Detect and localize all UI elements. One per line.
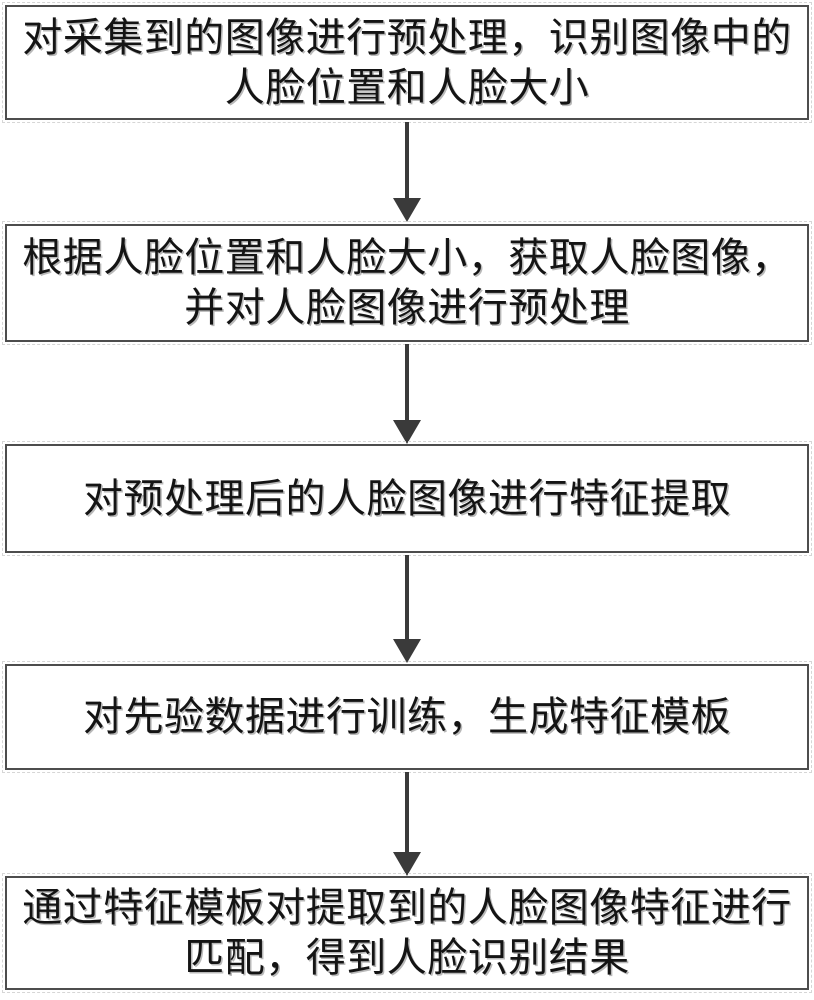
- flow-step-5-line-1: 通过特征模板对提取到的人脸图像特征进行: [22, 885, 792, 930]
- arrow-down-icon: [393, 420, 421, 444]
- flow-step-3-line-1: 对预处理后的人脸图像进行特征提取: [83, 475, 731, 521]
- arrow-down-icon: [393, 852, 421, 876]
- flow-step-1: 对采集到的图像进行预处理，识别图像中的 人脸位置和人脸大小: [2, 2, 812, 123]
- arrow-shaft: [405, 772, 409, 858]
- flow-arrow-4: [393, 772, 421, 876]
- flow-arrow-2: [393, 344, 421, 444]
- flow-step-3: 对预处理后的人脸图像进行特征提取: [2, 441, 812, 556]
- flow-step-2-line-2: 并对人脸图像进行预处理: [184, 285, 630, 330]
- flow-arrow-1: [393, 122, 421, 222]
- flow-step-4: 对先验数据进行训练，生成特征模板: [2, 661, 812, 773]
- arrow-shaft: [405, 122, 409, 204]
- flow-step-5: 通过特征模板对提取到的人脸图像特征进行 匹配，得到人脸识别结果: [2, 873, 812, 993]
- flow-step-5-line-2: 匹配，得到人脸识别结果: [184, 935, 630, 980]
- flow-step-1-line-2: 人脸位置和人脸大小: [224, 64, 590, 110]
- flow-arrow-3: [393, 555, 421, 663]
- flow-step-2-line-1: 根据人脸位置和人脸大小，获取人脸图像，: [22, 235, 792, 280]
- arrow-shaft: [405, 555, 409, 645]
- flow-step-2: 根据人脸位置和人脸大小，获取人脸图像， 并对人脸图像进行预处理: [2, 221, 812, 345]
- arrow-down-icon: [393, 198, 421, 222]
- arrow-down-icon: [393, 639, 421, 663]
- arrow-shaft: [405, 344, 409, 426]
- flow-step-4-line-1: 对先验数据进行训练，生成特征模板: [83, 694, 731, 739]
- flow-step-1-line-1: 对采集到的图像进行预处理，识别图像中的: [22, 14, 792, 60]
